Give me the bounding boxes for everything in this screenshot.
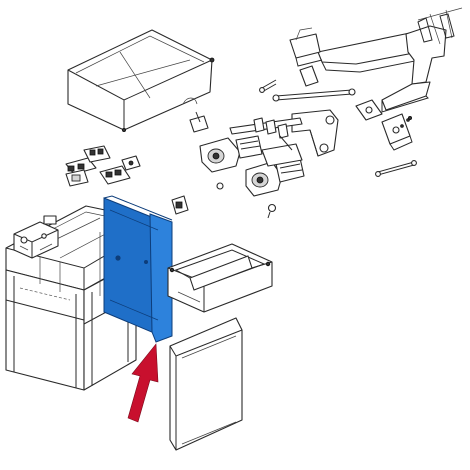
door-panel[interactable] bbox=[169, 317, 243, 451]
top-cover[interactable] bbox=[67, 29, 215, 132]
link-rods[interactable] bbox=[259, 79, 417, 177]
electronic-board-components[interactable] bbox=[65, 145, 189, 215]
front-frame[interactable] bbox=[167, 243, 273, 313]
side-panel-highlighted[interactable] bbox=[103, 195, 173, 343]
main-frame[interactable] bbox=[5, 205, 163, 391]
gear-motor-assembly[interactable] bbox=[189, 109, 339, 219]
red-indicator-arrow bbox=[127, 343, 159, 423]
mounting-arm[interactable] bbox=[289, 7, 463, 113]
